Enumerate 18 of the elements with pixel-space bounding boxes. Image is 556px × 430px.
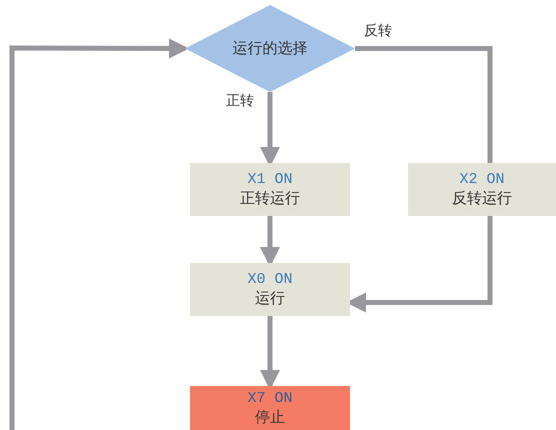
process-box [408,163,556,216]
edge-label: 正转 [225,93,255,109]
process-label: 停止 [255,408,285,426]
process-label: 正转运行 [240,189,300,208]
process-label: 反转运行 [452,189,512,208]
process-label: 运行 [255,289,285,308]
edge-label: 反转 [363,22,393,38]
stop-box [190,386,350,430]
signal-label: X2 ON [459,171,504,189]
signal-label: X1 ON [247,171,292,189]
decision-diamond [185,5,355,92]
process-box [190,263,350,316]
process-box [190,163,350,216]
signal-label: X7 ON [247,390,292,408]
signal-label: X0 ON [247,271,292,289]
arrow [10,38,189,430]
connector-line [355,46,492,163]
decision-text: 运行的选择 [232,39,308,58]
